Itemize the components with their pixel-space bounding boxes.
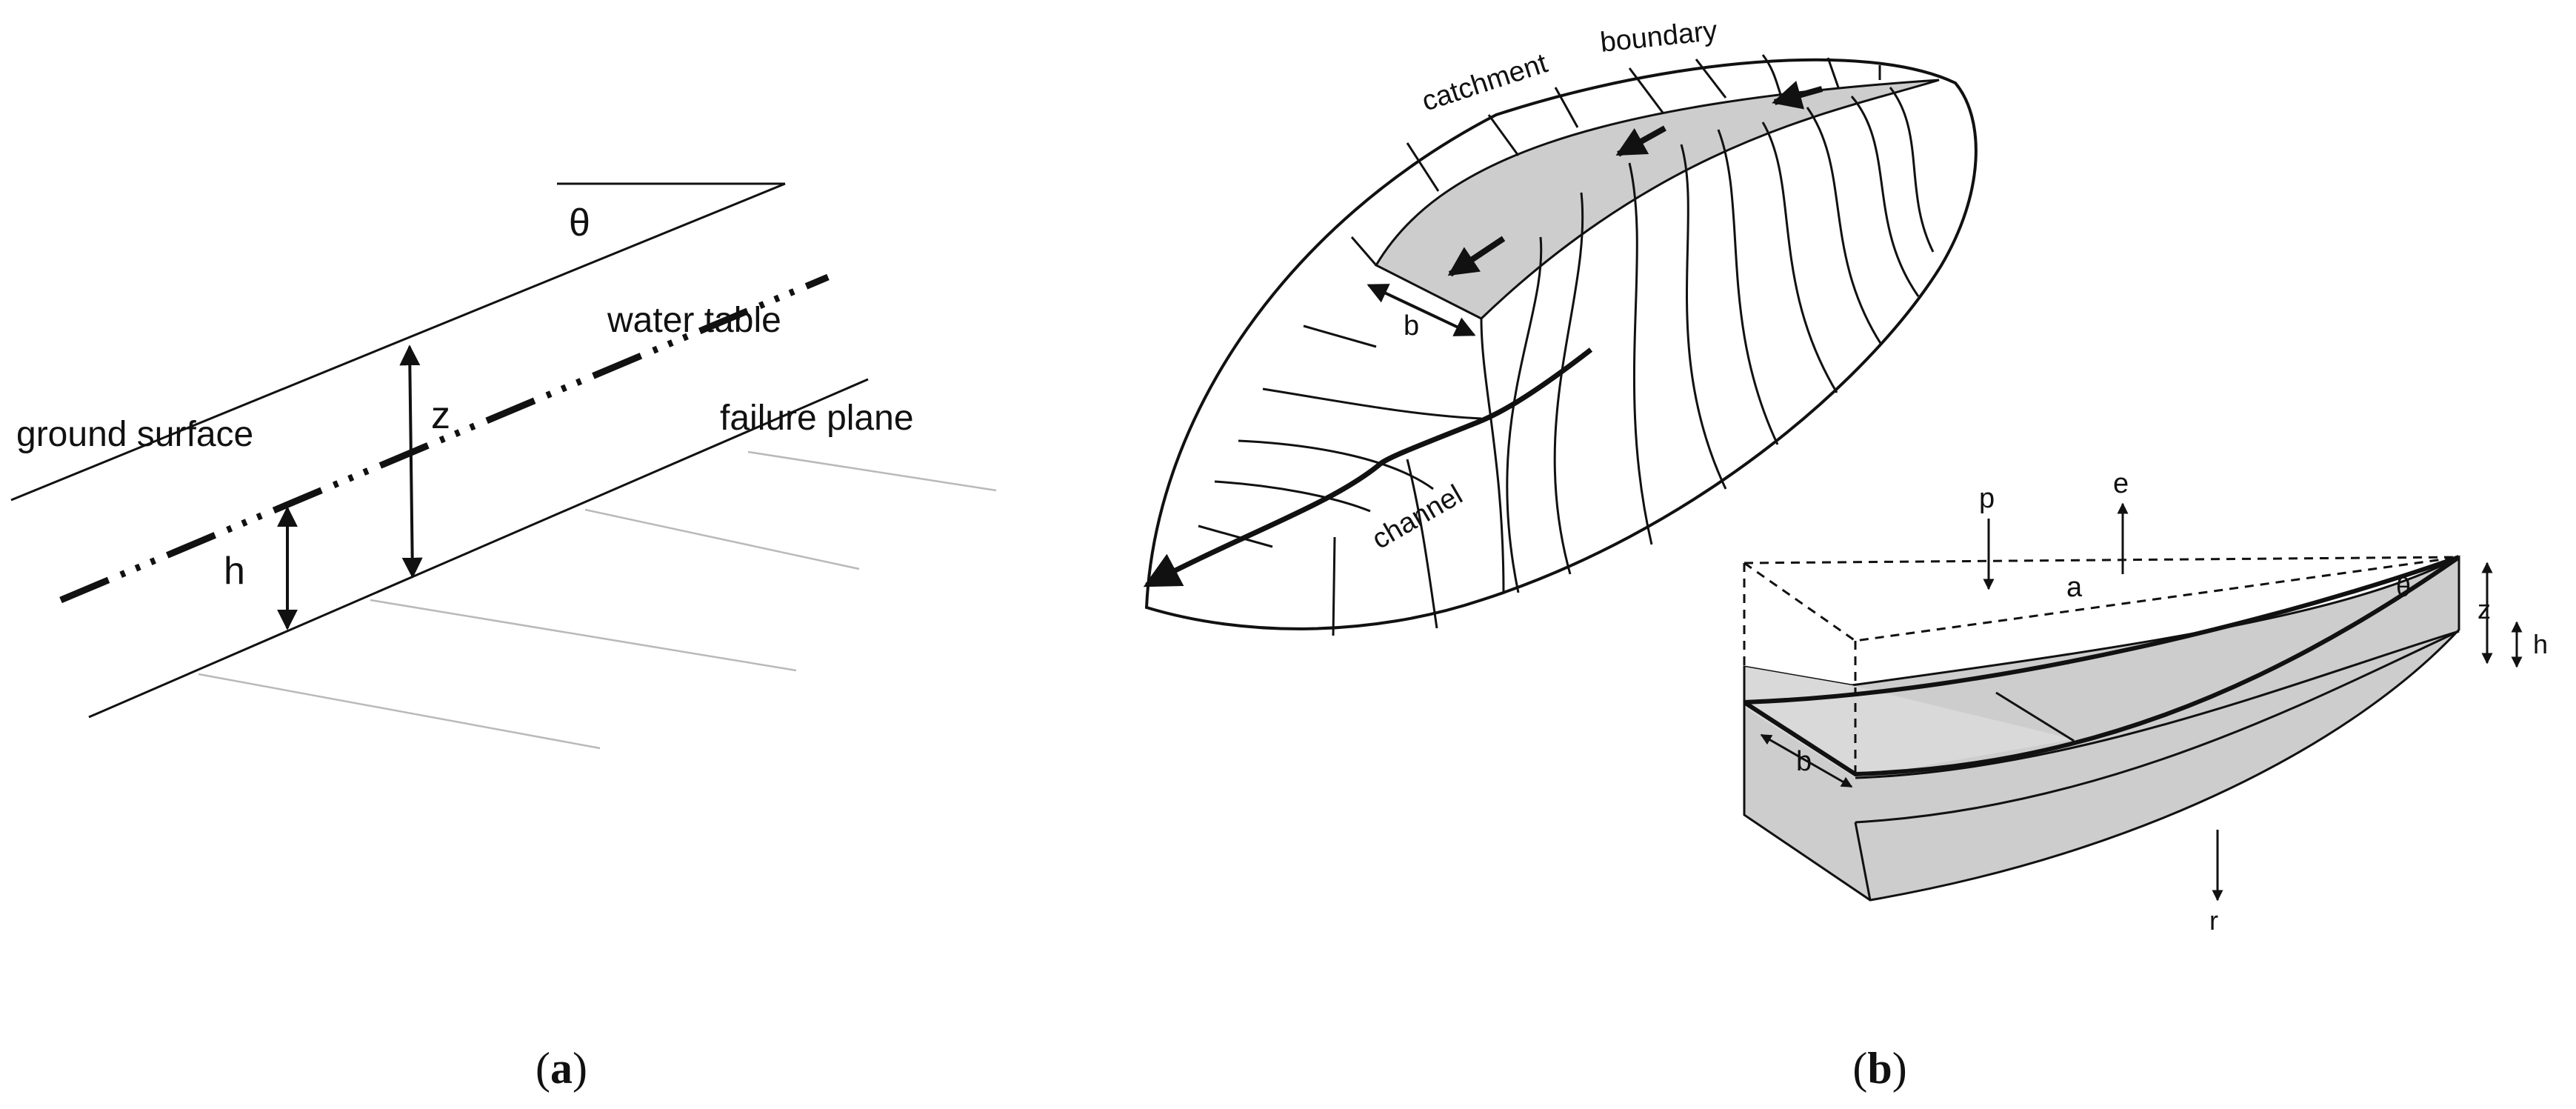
catchment-label: catchment — [1418, 47, 1552, 117]
z-depth-arrow — [399, 344, 423, 579]
faint-line — [198, 673, 601, 750]
boundary-label: boundary — [1599, 16, 1719, 59]
faint-line — [747, 450, 997, 492]
flow-arrow — [1615, 125, 1666, 157]
failure-plane-line — [88, 378, 869, 719]
panel-b-caption: (b) — [1852, 1044, 1906, 1093]
interior-line — [1995, 691, 2075, 742]
h-label: h — [224, 550, 245, 593]
water-table-label: water table — [607, 301, 781, 340]
interior-line — [1854, 822, 1872, 901]
b-width-arrow — [1760, 733, 1853, 788]
flow-arrow — [1772, 81, 1823, 110]
ground-surface-line — [10, 182, 786, 502]
water-table-line — [59, 273, 830, 604]
upslope-contributing-area — [1374, 79, 1940, 320]
panel-b-element-box: p e a θ z h b r (b) — [1743, 468, 2548, 1093]
theta-label: θ — [569, 202, 590, 244]
catchment-boundary-outline — [1144, 58, 1978, 630]
faint-line — [584, 508, 860, 570]
z-label-small: z — [2477, 594, 2491, 625]
r-label: r — [2209, 905, 2218, 936]
saturated-block-front — [1743, 555, 2460, 902]
channel-line — [1143, 347, 1593, 588]
p-label: p — [1979, 483, 1995, 514]
faint-line — [370, 599, 797, 672]
panel-b-catchment-diagram: catchment boundary b channel — [1143, 16, 1978, 636]
interior-line — [1855, 630, 2460, 779]
failure-plane-label: failure plane — [720, 399, 914, 438]
b-label-box: b — [1796, 746, 1812, 777]
box-top-dashed — [1743, 556, 2460, 778]
e-label: e — [2113, 468, 2129, 499]
ground-surface-curve — [1744, 555, 2460, 705]
interior-line — [1855, 630, 2460, 824]
theta-label-small: θ — [2396, 572, 2411, 602]
water-table-curve — [1743, 555, 2460, 777]
panel-a-slope-diagram: θ water table ground surface failure pla… — [10, 182, 997, 1093]
contour-width-b-arrow — [1367, 284, 1476, 336]
a-label: a — [2066, 572, 2083, 603]
ground-surface-label: ground surface — [16, 415, 253, 454]
h-label-small: h — [2533, 629, 2548, 659]
channel-label: channel — [1367, 479, 1468, 556]
panel-a-caption: (a) — [535, 1044, 587, 1093]
b-label: b — [1404, 310, 1419, 342]
flow-arrow — [1447, 236, 1506, 277]
z-label: z — [431, 394, 450, 437]
